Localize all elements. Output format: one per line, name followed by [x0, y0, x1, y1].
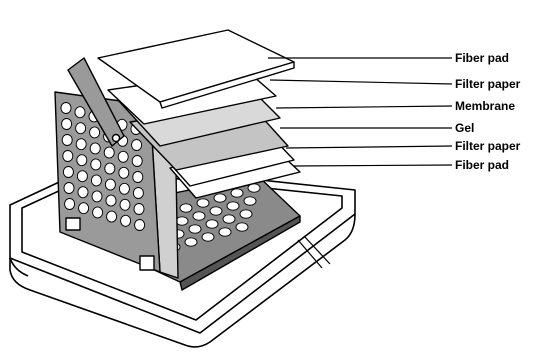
panel-hole [105, 194, 117, 207]
panel-hole [134, 219, 146, 231]
panel-hole [90, 174, 102, 187]
leader-lines [268, 57, 453, 167]
panel-hole [92, 206, 104, 219]
panel-hole [62, 150, 74, 162]
panel-hole [91, 190, 103, 203]
panel-hole [63, 182, 75, 194]
leader-membrane [275, 105, 453, 109]
labels: Fiber pad Filter paper Membrane Gel Filt… [455, 51, 521, 172]
panel-hole [103, 146, 115, 159]
panel-hole [132, 187, 144, 199]
base-hole [188, 224, 202, 234]
panel-hole [119, 198, 131, 211]
base-hole [209, 206, 223, 216]
sandwich-layers [97, 29, 301, 199]
panel-hole [132, 171, 144, 183]
panel-hole [76, 170, 88, 183]
panel-hole [76, 154, 88, 167]
panel-hole [104, 178, 116, 191]
cassette-base-holes [167, 183, 261, 252]
cassette-foot-left [65, 217, 81, 231]
label-fiber-pad-top: Fiber pad [455, 51, 509, 65]
cassette-base [149, 175, 301, 291]
panel-hole [75, 122, 87, 135]
cassette-foot-right [139, 255, 155, 271]
panel-hole [106, 210, 118, 223]
panel-hole [118, 166, 130, 179]
base-hole [192, 211, 206, 221]
base-hole [201, 232, 215, 242]
label-membrane: Membrane [455, 99, 515, 113]
base-hole [205, 219, 219, 229]
base-hole [196, 198, 210, 208]
base-hole [184, 237, 198, 247]
label-fiber-pad-bottom: Fiber pad [455, 158, 509, 172]
panel-hole [118, 182, 130, 195]
leader-fiber-pad-bottom [293, 164, 453, 167]
panel-hole [131, 139, 143, 151]
panel-hole [75, 138, 87, 151]
panel-hole [104, 162, 116, 175]
panel-hole [90, 158, 102, 171]
panel-hole [61, 118, 73, 130]
tank-reflection [297, 235, 331, 269]
base-hole [222, 214, 236, 224]
label-gel: Gel [455, 121, 474, 135]
panel-hole [62, 166, 74, 178]
base-hole [243, 196, 257, 206]
leader-filter-paper-bottom [285, 145, 453, 149]
panel-hole [89, 126, 101, 139]
panel-hole [117, 150, 129, 163]
base-hole [213, 193, 227, 203]
base-hole [239, 209, 253, 219]
panel-hole [64, 198, 76, 210]
base-hole [235, 222, 249, 232]
panel-hole [78, 202, 90, 215]
base-hole [175, 216, 189, 226]
panel-hole [74, 106, 86, 119]
panel-hole [131, 155, 143, 167]
layer-fiber-pad-top-edge [159, 61, 295, 109]
base-hole [230, 188, 244, 198]
panel-hole [120, 214, 132, 227]
panel-hole [60, 102, 72, 114]
base-hole [218, 227, 232, 237]
leader-filter-paper-top [269, 79, 453, 85]
cassette-panel-holes [60, 102, 146, 231]
panel-hole [61, 134, 73, 146]
panel-hole [89, 142, 101, 155]
cassette-latch [67, 57, 125, 147]
cassette-base-edge [179, 215, 301, 291]
cassette-latch-pin [111, 133, 121, 143]
panel-hole [133, 203, 145, 215]
tank-corner-left [9, 257, 29, 277]
panel-hole [77, 186, 89, 199]
label-filter-paper-top: Filter paper [455, 77, 521, 91]
label-filter-paper-bottom: Filter paper [455, 139, 521, 153]
base-hole [226, 201, 240, 211]
tank-bottom-edge [9, 213, 356, 348]
base-hole [179, 203, 193, 213]
